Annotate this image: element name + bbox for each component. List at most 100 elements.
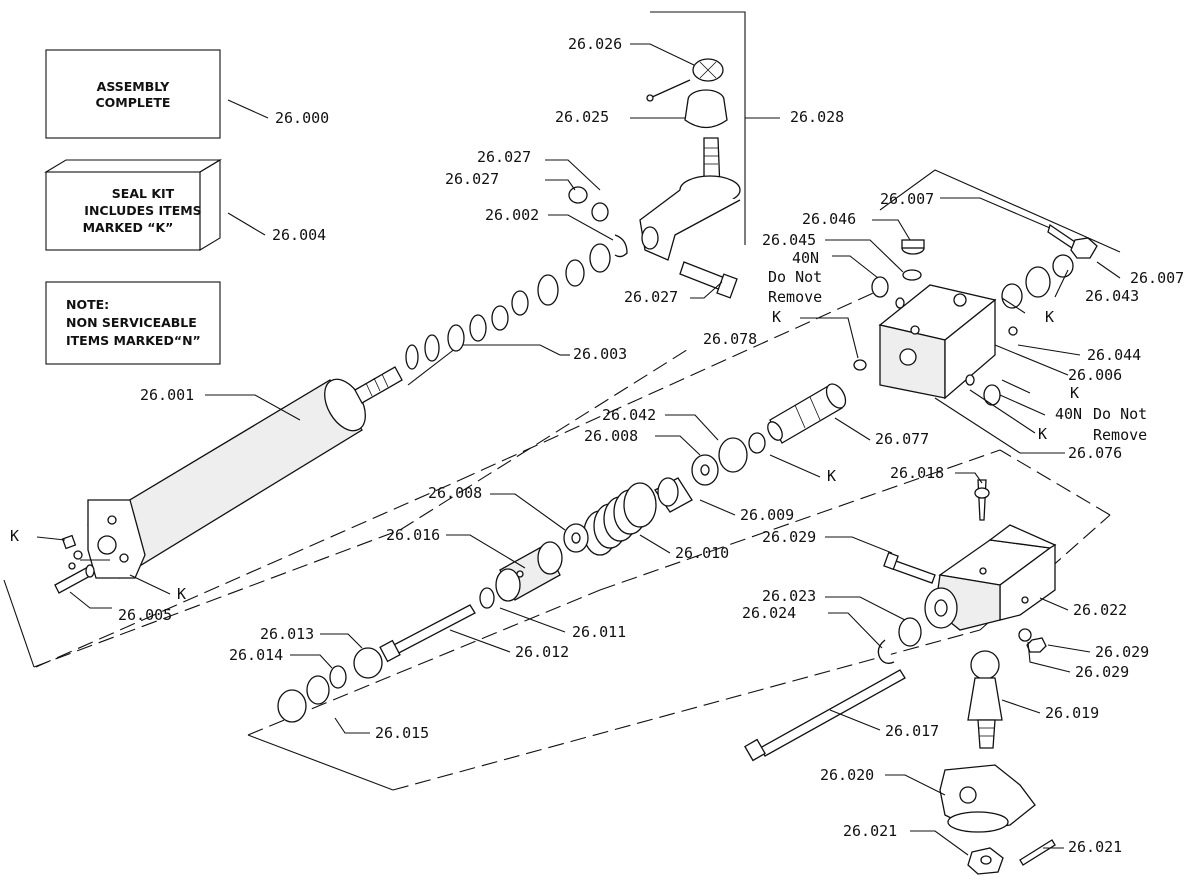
label-26-025: 26.025: [555, 108, 609, 126]
seal-26-042: [718, 432, 766, 473]
ball-end-26-028: [568, 58, 741, 299]
label-remove-1: Remove: [768, 288, 822, 306]
label-k-4: K: [772, 308, 781, 326]
note-line2: NON SERVICEABLE: [66, 315, 197, 330]
label-do-not-1: Do Not: [768, 268, 822, 286]
label-26-014: 26.014: [229, 646, 283, 664]
label-26-006: 26.006: [1068, 366, 1122, 384]
note-line3: ITEMS MARKED“N”: [66, 333, 201, 348]
label-26-007-b: 26.007: [1130, 269, 1184, 287]
callout-labels: 26.000 26.004 26.026 26.025 26.028 26.02…: [10, 35, 1184, 856]
label-26-015: 26.015: [375, 724, 429, 742]
label-26-027-b: 26.027: [445, 170, 499, 188]
label-26-029-b: 26.029: [1095, 643, 1149, 661]
washers-left-k: [61, 534, 83, 570]
label-k-3: K: [1045, 308, 1054, 326]
label-26-019: 26.019: [1045, 704, 1099, 722]
label-remove-2: Remove: [1093, 426, 1147, 444]
washer-26-008: [691, 454, 719, 486]
label-26-013: 26.013: [260, 625, 314, 643]
label-k-2: K: [177, 585, 186, 603]
washer-26-008-b: [563, 523, 589, 553]
label-40n-b: 40N: [1055, 405, 1082, 423]
valve-block-26-006: [853, 223, 1098, 406]
seal-26-014: [329, 665, 347, 689]
part-drawings: [54, 58, 1098, 875]
label-26-007-a: 26.007: [880, 190, 934, 208]
assembly-line1: ASSEMBLY: [97, 79, 171, 94]
label-26-077: 26.077: [875, 430, 929, 448]
label-26-024: 26.024: [742, 604, 796, 622]
label-k-6: K: [1038, 425, 1047, 443]
note-line1: NOTE:: [66, 297, 109, 312]
label-26-008-a: 26.008: [584, 427, 638, 445]
ring-26-011: [479, 587, 495, 609]
ball-stud-26-019: [967, 650, 1003, 749]
label-26-017: 26.017: [885, 722, 939, 740]
label-26-011: 26.011: [572, 623, 626, 641]
clip-26-024: [877, 639, 895, 664]
label-26-021-a: 26.021: [843, 822, 897, 840]
housing-26-022: [924, 479, 1057, 631]
label-26-042: 26.042: [602, 406, 656, 424]
seal-line3: MARKED “K”: [83, 220, 174, 235]
non-serviceable-note-box: NOTE: NON SERVICEABLE ITEMS MARKED“N”: [45, 281, 221, 365]
bushing-26-009: [654, 477, 693, 513]
bolt-26-029: [883, 551, 936, 584]
label-26-004: 26.004: [272, 226, 326, 244]
seal-line1: SEAL KIT: [112, 186, 175, 201]
nut-26-021: [967, 839, 1056, 875]
label-26-009: 26.009: [740, 506, 794, 524]
label-26-045: 26.045: [762, 231, 816, 249]
label-26-029-a: 26.029: [762, 528, 816, 546]
seal-rings-26-003: [405, 234, 628, 370]
label-26-016: 26.016: [386, 526, 440, 544]
label-26-008-b: 26.008: [428, 484, 482, 502]
label-26-010: 26.010: [675, 544, 729, 562]
label-26-046: 26.046: [802, 210, 856, 228]
plug-26-023: [898, 617, 922, 647]
label-26-076: 26.076: [1068, 444, 1122, 462]
label-26-027-a: 26.027: [477, 148, 531, 166]
sleeve-26-016: [495, 541, 563, 602]
nuts-26-029: [1018, 628, 1047, 653]
assembly-complete-box: ASSEMBLY COMPLETE: [45, 49, 221, 139]
rod-26-012: [379, 604, 476, 663]
label-26-027-c: 26.027: [624, 288, 678, 306]
label-k-5: K: [1070, 384, 1079, 402]
spring-26-010: [583, 482, 657, 556]
label-40n-a: 40N: [792, 249, 819, 267]
label-26-002: 26.002: [485, 206, 539, 224]
rod-26-017: [744, 669, 906, 762]
label-26-020: 26.020: [820, 766, 874, 784]
arm-26-020: [939, 764, 1036, 833]
cylinder-26-001: [87, 366, 403, 579]
plug-26-015: [277, 675, 330, 723]
label-k-7: K: [827, 467, 836, 485]
label-26-000: 26.000: [275, 109, 329, 127]
label-26-043: 26.043: [1085, 287, 1139, 305]
seal-kit-box: SEAL KIT INCLUDES ITEMS MARKED “K”: [44, 159, 222, 251]
label-k-1: K: [10, 527, 19, 545]
label-do-not-2: Do Not: [1093, 405, 1147, 423]
seal-line2: INCLUDES ITEMS: [84, 203, 201, 218]
label-26-018: 26.018: [890, 464, 944, 482]
leader-lines: [36, 43, 1121, 856]
label-26-078: 26.078: [703, 330, 757, 348]
label-26-012: 26.012: [515, 643, 569, 661]
label-26-028: 26.028: [790, 108, 844, 126]
label-26-022: 26.022: [1073, 601, 1127, 619]
spool-26-077: [767, 383, 847, 444]
label-26-003: 26.003: [573, 345, 627, 363]
assembly-line2: COMPLETE: [96, 95, 171, 110]
label-26-001: 26.001: [140, 386, 194, 404]
label-26-044: 26.044: [1087, 346, 1141, 364]
bolt-26-005: [54, 564, 95, 594]
label-26-023: 26.023: [762, 587, 816, 605]
label-26-021-b: 26.021: [1068, 838, 1122, 856]
cap-26-013: [353, 647, 383, 679]
label-26-029-c: 26.029: [1075, 663, 1129, 681]
label-26-005: 26.005: [118, 606, 172, 624]
